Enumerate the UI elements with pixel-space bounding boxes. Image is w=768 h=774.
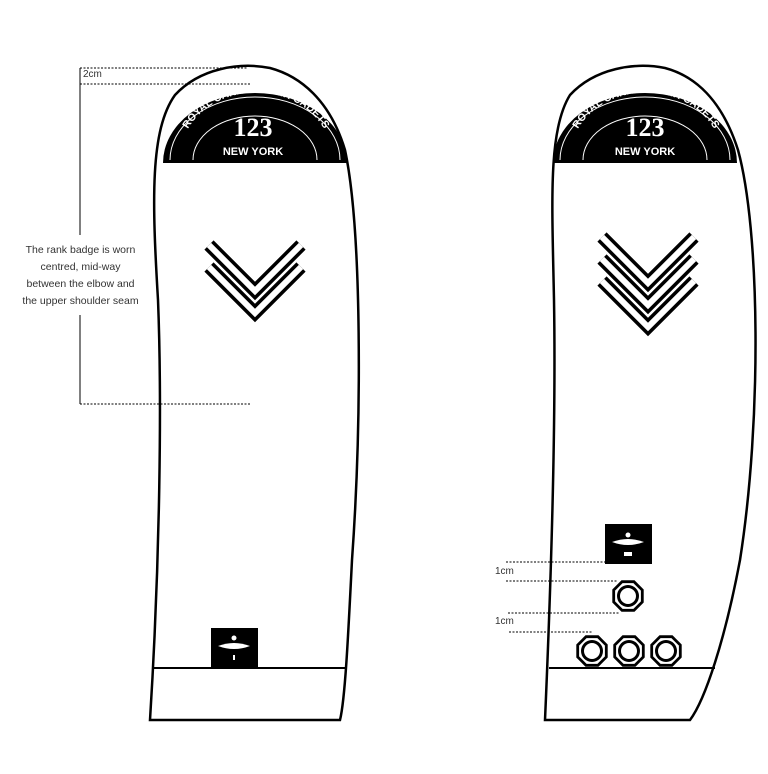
chevron-stripe: [599, 256, 697, 310]
note-line: centred, mid-way: [40, 261, 121, 273]
level-badge-right: [605, 524, 652, 564]
top-distance-label: 2cm: [83, 69, 102, 80]
patch-city: NEW YORK: [615, 146, 675, 158]
spacing-label-2: 1cm: [495, 616, 514, 627]
chevron-stripe: [206, 242, 304, 296]
right-sleeve-outline: [543, 64, 757, 722]
measurement-guides-left: [79, 67, 250, 405]
level-badge-left: [211, 628, 258, 669]
left-shoulder-patch: ROYAL CANADIAN AIR CADETS 123 NEW YORK: [163, 83, 347, 163]
chevron-stripe: [206, 264, 304, 318]
note-line: The rank badge is worn: [25, 244, 136, 256]
rank-placement-note: The rank badge is worn centred, mid-way …: [8, 242, 153, 310]
measurement-guides-right: [506, 561, 620, 633]
chevron-stripe: [599, 234, 697, 288]
patch-city: NEW YORK: [223, 146, 283, 158]
corporal-chevrons: [204, 240, 306, 323]
note-line: between the elbow and: [26, 278, 135, 290]
chevron-stripe: [599, 278, 697, 332]
right-shoulder-patch: ROYAL CANADIAN AIR CADETS 123 NEW YORK: [553, 83, 737, 163]
sergeant-chevrons: [597, 232, 699, 337]
patch-number: 123: [626, 113, 665, 142]
spacing-label-1: 1cm: [495, 566, 514, 577]
note-line: the upper shoulder seam: [22, 295, 139, 307]
patch-number: 123: [234, 113, 273, 142]
left-sleeve-outline: [148, 64, 361, 722]
